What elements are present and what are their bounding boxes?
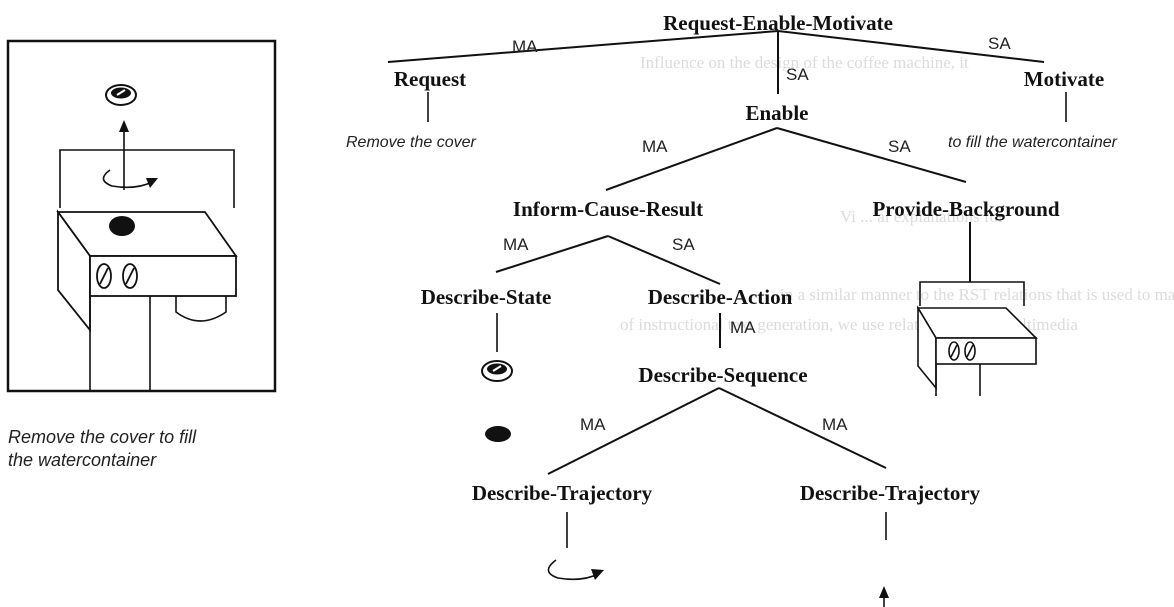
node-inform-cause-result: Inform-Cause-Result	[513, 197, 703, 221]
motivate-text: to fill the watercontainer	[948, 134, 1118, 151]
node-describe-sequence: Describe-Sequence	[638, 363, 807, 387]
rotate-arrow-icon	[547, 559, 604, 581]
relation-label: MA	[642, 137, 668, 156]
buttons-icon	[96, 263, 138, 289]
request-text: Remove the cover	[346, 134, 477, 151]
cover-icon	[481, 360, 513, 382]
relation-label: MA	[580, 415, 606, 434]
node-motivate: Motivate	[1024, 67, 1104, 91]
node-describe-state: Describe-State	[421, 285, 552, 309]
relation-label: MA	[730, 318, 756, 337]
up-arrow-icon	[119, 120, 129, 190]
figure-caption-line-1: Remove the cover to fill	[8, 427, 197, 447]
node-describe-trajectory: Describe-Trajectory	[472, 481, 653, 505]
figure-caption-line-2: the watercontainer	[8, 450, 157, 470]
node-request-enable-motivate: Request-Enable-Motivate	[663, 11, 893, 35]
machine-upper-box	[59, 149, 235, 208]
relation-label: MA	[503, 235, 529, 254]
node-describe-action: Describe-Action	[648, 285, 793, 309]
relation-label: SA	[672, 235, 695, 254]
rotate-arrow-icon	[102, 169, 158, 189]
coffee-machine-illustration	[6, 39, 277, 393]
bg-text-line-2: Vi ... al explanations for	[840, 207, 1004, 226]
machine-thumbnail-icon	[916, 281, 1038, 396]
tree-edges	[387, 30, 1067, 548]
node-describe-trajectory: Describe-Trajectory	[800, 481, 981, 505]
cover-icon	[105, 84, 137, 106]
relation-label: MA	[822, 415, 848, 434]
relation-label: SA	[786, 65, 809, 84]
water-hole-icon	[109, 216, 135, 236]
node-provide-background: Provide-Background	[872, 197, 1059, 221]
node-request: Request	[394, 67, 466, 91]
node-enable: Enable	[745, 101, 808, 125]
relation-label: MA	[512, 37, 538, 56]
bg-text-line-1: Influence on the design of the coffee ma…	[640, 53, 969, 72]
relation-label: SA	[988, 34, 1011, 53]
machine-body	[56, 209, 238, 392]
relation-label: SA	[888, 137, 911, 156]
cup-icon	[175, 296, 227, 322]
up-arrow-icon	[879, 586, 889, 607]
water-hole-icon	[485, 426, 511, 442]
bg-text-line-3: in a similar manner to the RST relations…	[780, 285, 1174, 304]
